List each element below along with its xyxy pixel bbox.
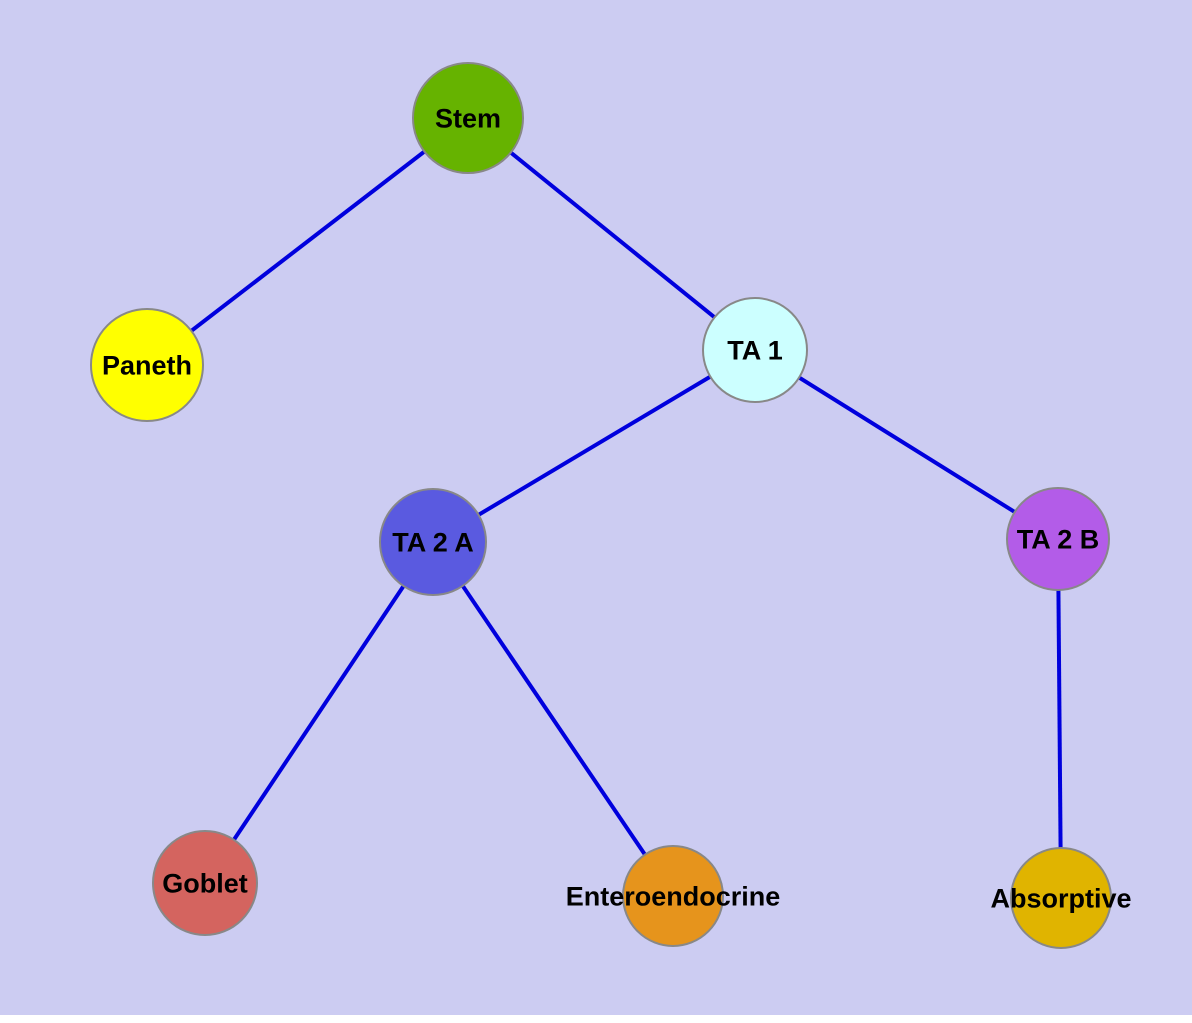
- edge-ta2a-goblet: [203, 540, 435, 885]
- node-ta2a[interactable]: TA 2 A: [379, 488, 487, 596]
- node-circle-enteroendocrine: [622, 845, 724, 947]
- node-circle-paneth: [90, 308, 204, 422]
- node-circle-ta1: [702, 297, 808, 403]
- edge-ta1-ta2a: [431, 348, 757, 544]
- node-circle-ta2b: [1006, 487, 1110, 591]
- node-ta2b[interactable]: TA 2 B: [1006, 487, 1110, 591]
- edge-stem-ta1: [466, 116, 757, 352]
- edge-ta1-ta2b: [753, 348, 1060, 541]
- edge-ta2a-enteroendocrine: [431, 540, 675, 898]
- edge-ta2b-absorptive: [1056, 538, 1063, 899]
- node-circle-goblet: [152, 830, 258, 936]
- node-stem[interactable]: Stem: [412, 62, 524, 174]
- node-circle-stem: [412, 62, 524, 174]
- node-circle-ta2a: [379, 488, 487, 596]
- node-circle-absorptive: [1010, 847, 1112, 949]
- node-ta1[interactable]: TA 1: [702, 297, 808, 403]
- edge-stem-paneth: [145, 116, 470, 367]
- node-paneth[interactable]: Paneth: [90, 308, 204, 422]
- node-goblet[interactable]: Goblet: [152, 830, 258, 936]
